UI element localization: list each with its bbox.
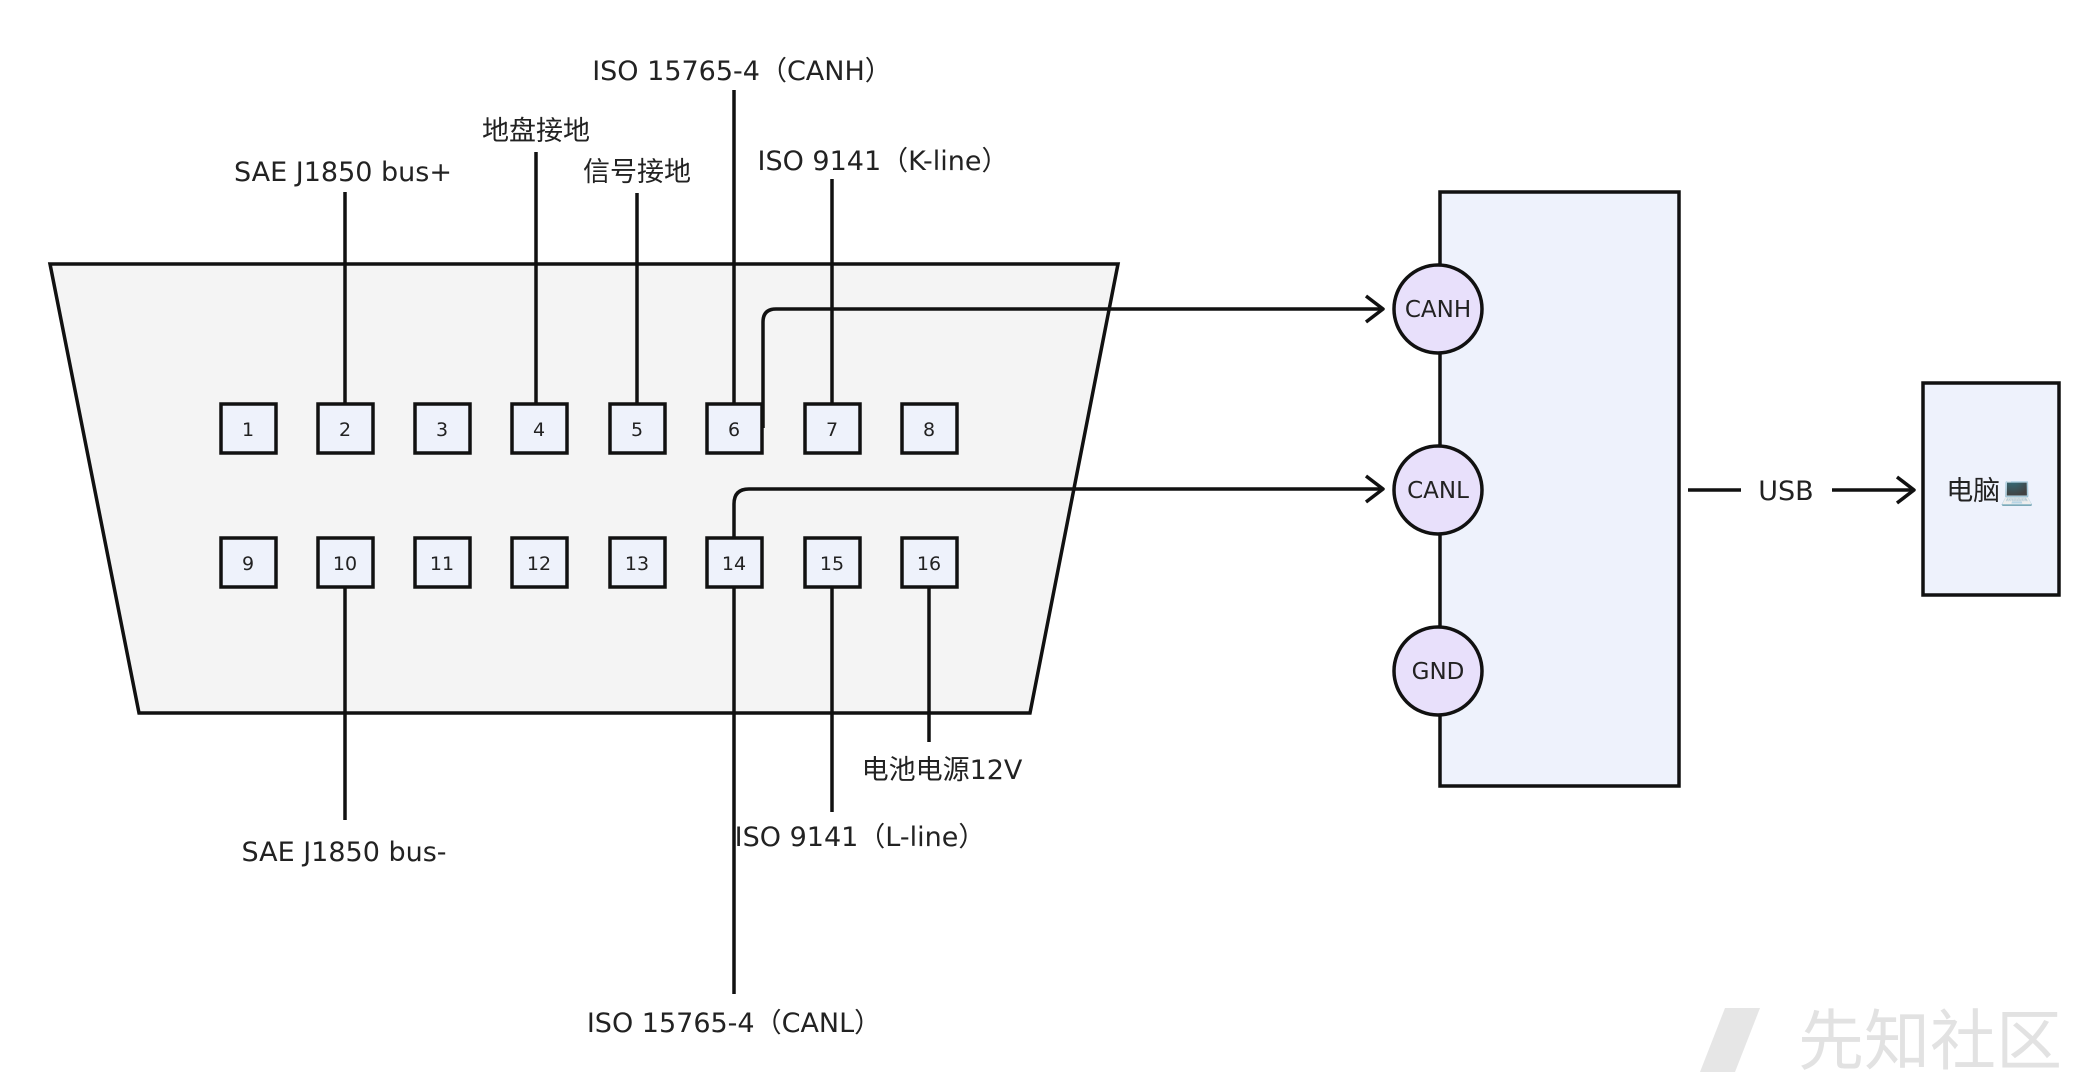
bottom-pin-leaders xyxy=(343,587,931,994)
label-pin4: 地盘接地 xyxy=(482,116,590,147)
pin-15: 15 xyxy=(803,536,862,589)
adapter-terminal-canl: CANL xyxy=(1392,444,1484,536)
watermark-logo-icon xyxy=(1700,1008,1760,1072)
svg-text:先知社区: 先知社区 xyxy=(1798,1003,2062,1080)
canh-wire xyxy=(761,307,1382,428)
svg-text:4: 4 xyxy=(533,419,545,441)
svg-text:9: 9 xyxy=(242,553,254,575)
computer-label: 电脑💻 xyxy=(1946,476,2034,507)
svg-text:6: 6 xyxy=(728,419,740,441)
pin-1: 1 xyxy=(219,402,278,455)
usb-label: USB xyxy=(1758,476,1813,507)
adapter-terminal-canh: CANH xyxy=(1392,263,1484,355)
label-pin5: 信号接地 xyxy=(583,157,691,188)
svg-text:1: 1 xyxy=(242,419,254,441)
pin-12: 12 xyxy=(510,536,569,589)
top-pin-leaders xyxy=(343,90,834,404)
label-pin16: 电池电源12V xyxy=(862,755,1023,786)
computer-box xyxy=(1921,381,2061,597)
svg-text:7: 7 xyxy=(826,419,838,441)
label-pin6: ISO 15765-4（CANH） xyxy=(592,56,892,87)
svg-text:CANH: CANH xyxy=(1405,297,1471,323)
pin-3: 3 xyxy=(413,402,472,455)
pin-6: 6 xyxy=(705,402,764,455)
svg-text:13: 13 xyxy=(625,553,649,575)
label-pin10: SAE J1850 bus- xyxy=(241,837,446,868)
label-pin2: SAE J1850 bus+ xyxy=(234,157,452,188)
label-pin7: ISO 9141（K-line） xyxy=(758,146,1009,177)
pin-4: 4 xyxy=(510,402,569,455)
svg-text:CANL: CANL xyxy=(1407,478,1469,504)
pin-14: 14 xyxy=(705,536,764,589)
svg-text:5: 5 xyxy=(631,419,643,441)
canl-arrowhead xyxy=(1364,474,1385,504)
bottom-pin-row: 9 10 11 12 13 14 15 16 xyxy=(219,536,959,589)
pin-7: 7 xyxy=(803,402,862,455)
pin-9: 9 xyxy=(219,536,278,589)
svg-text:11: 11 xyxy=(430,553,454,575)
label-pin15: ISO 9141（L-line） xyxy=(735,822,986,853)
usb-arrowhead xyxy=(1895,475,1916,505)
pin-11: 11 xyxy=(413,536,472,589)
pin-10: 10 xyxy=(316,536,375,589)
adapter-terminal-gnd: GND xyxy=(1392,625,1484,717)
watermark: 先知社区 xyxy=(1700,1003,2062,1080)
pin-2: 2 xyxy=(316,402,375,455)
svg-text:2: 2 xyxy=(339,419,351,441)
svg-text:GND: GND xyxy=(1412,659,1465,685)
svg-text:15: 15 xyxy=(820,553,844,575)
can-wires xyxy=(732,294,1385,538)
canh-arrowhead xyxy=(1364,294,1385,324)
canl-wire xyxy=(732,487,1382,538)
pin-16: 16 xyxy=(900,536,959,589)
svg-text:16: 16 xyxy=(917,553,941,575)
svg-text:14: 14 xyxy=(722,553,746,575)
label-pin14: ISO 15765-4（CANL） xyxy=(587,1008,881,1039)
obd-connector-body xyxy=(47,262,1121,715)
svg-text:8: 8 xyxy=(923,419,935,441)
usb-link xyxy=(1688,475,1916,505)
top-pin-row: 1 2 3 4 5 6 7 8 xyxy=(219,402,959,455)
pin-13: 13 xyxy=(608,536,667,589)
svg-text:10: 10 xyxy=(333,553,357,575)
svg-text:12: 12 xyxy=(527,553,551,575)
pin-5: 5 xyxy=(608,402,667,455)
pin-8: 8 xyxy=(900,402,959,455)
svg-text:3: 3 xyxy=(436,419,448,441)
